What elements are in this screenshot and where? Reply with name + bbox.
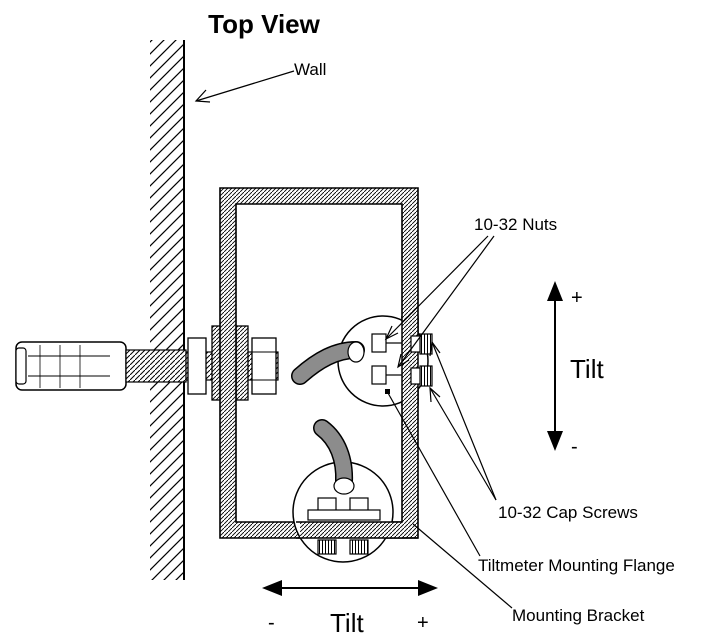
- cap-screws-leader-arrows: [429, 340, 497, 501]
- horizontal-tilt-label: Tilt: [330, 608, 364, 638]
- wall-leader-arrow: [194, 70, 295, 103]
- tiltmeter-flange-right: [337, 315, 433, 407]
- tiltmeter-flange-bottom: [292, 461, 418, 563]
- horizontal-tilt-arrow: [262, 580, 438, 596]
- anchor-bolt: [15, 325, 279, 401]
- bracket-label: Mounting Bracket: [512, 606, 645, 625]
- vertical-tilt-arrow: [547, 281, 563, 451]
- diagram-title: Top View: [208, 9, 320, 39]
- nuts-leader-arrows: [384, 235, 495, 369]
- wall-label: Wall: [294, 60, 326, 79]
- vertical-tilt-label: Tilt: [570, 354, 604, 384]
- flange-label: Tiltmeter Mounting Flange: [478, 556, 675, 575]
- bracket-leader-line: [412, 523, 513, 609]
- cap-screws-label: 10-32 Cap Screws: [498, 503, 638, 522]
- horizontal-tilt-plus: +: [417, 612, 429, 634]
- flange-leader-line: [387, 392, 481, 557]
- nuts-label: 10-32 Nuts: [474, 215, 557, 234]
- wall: [150, 40, 185, 580]
- vertical-tilt-minus: -: [571, 436, 578, 458]
- vertical-tilt-plus: +: [571, 287, 583, 309]
- horizontal-tilt-minus: -: [268, 612, 275, 634]
- cable-bottom: [313, 419, 355, 495]
- cable-right: [291, 341, 365, 385]
